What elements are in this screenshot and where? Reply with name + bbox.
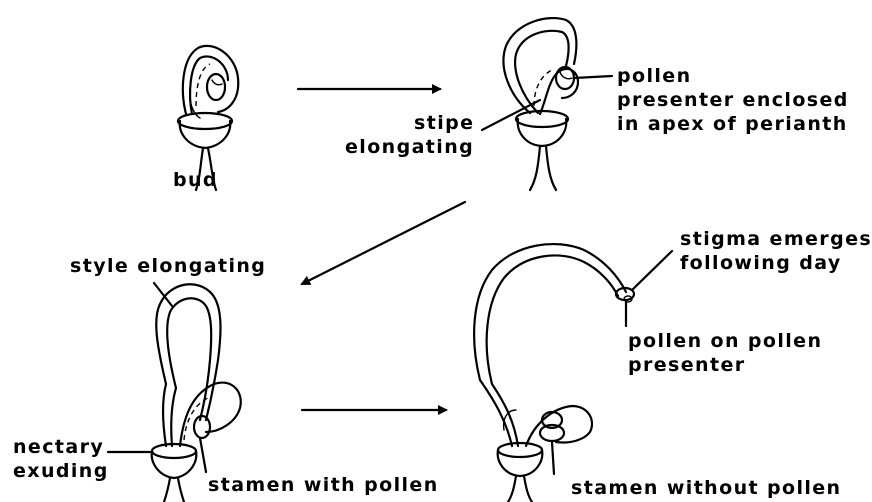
label-exuding: exuding <box>13 460 109 483</box>
label-presenter-enclosed: presenter enclosed <box>617 89 849 112</box>
label-stamen-without-pollen: stamen without pollen <box>571 477 841 500</box>
leader-style <box>154 283 172 306</box>
label-pollen-on-pollen: pollen on pollen <box>628 330 822 353</box>
label-nectary: nectary <box>13 436 104 459</box>
label-apex-of-perianth: in apex of perianth <box>617 113 848 136</box>
label-style-elongating: style elongating <box>70 255 266 278</box>
leader-pollen <box>574 76 612 78</box>
label-stigma-emerges: stigma emerges <box>680 228 872 251</box>
leader-stamen-with-pollen <box>200 438 206 472</box>
leader-stamen-without-pollen <box>552 442 554 474</box>
leader-stigma <box>632 251 672 290</box>
arrow-stage2-to-stage3 <box>302 202 465 284</box>
label-pollen: pollen <box>617 65 692 88</box>
stipe-elongating-flower-illustration <box>503 18 578 190</box>
label-stipe: stipe <box>414 112 474 135</box>
label-stamen-with-pollen: stamen with pollen <box>208 474 439 497</box>
label-elongating: elongating <box>345 136 474 159</box>
label-following-day: following day <box>680 252 842 275</box>
label-bud: bud <box>173 169 218 192</box>
style-elongating-flower-illustration <box>152 284 241 502</box>
label-presenter: presenter <box>628 354 746 377</box>
